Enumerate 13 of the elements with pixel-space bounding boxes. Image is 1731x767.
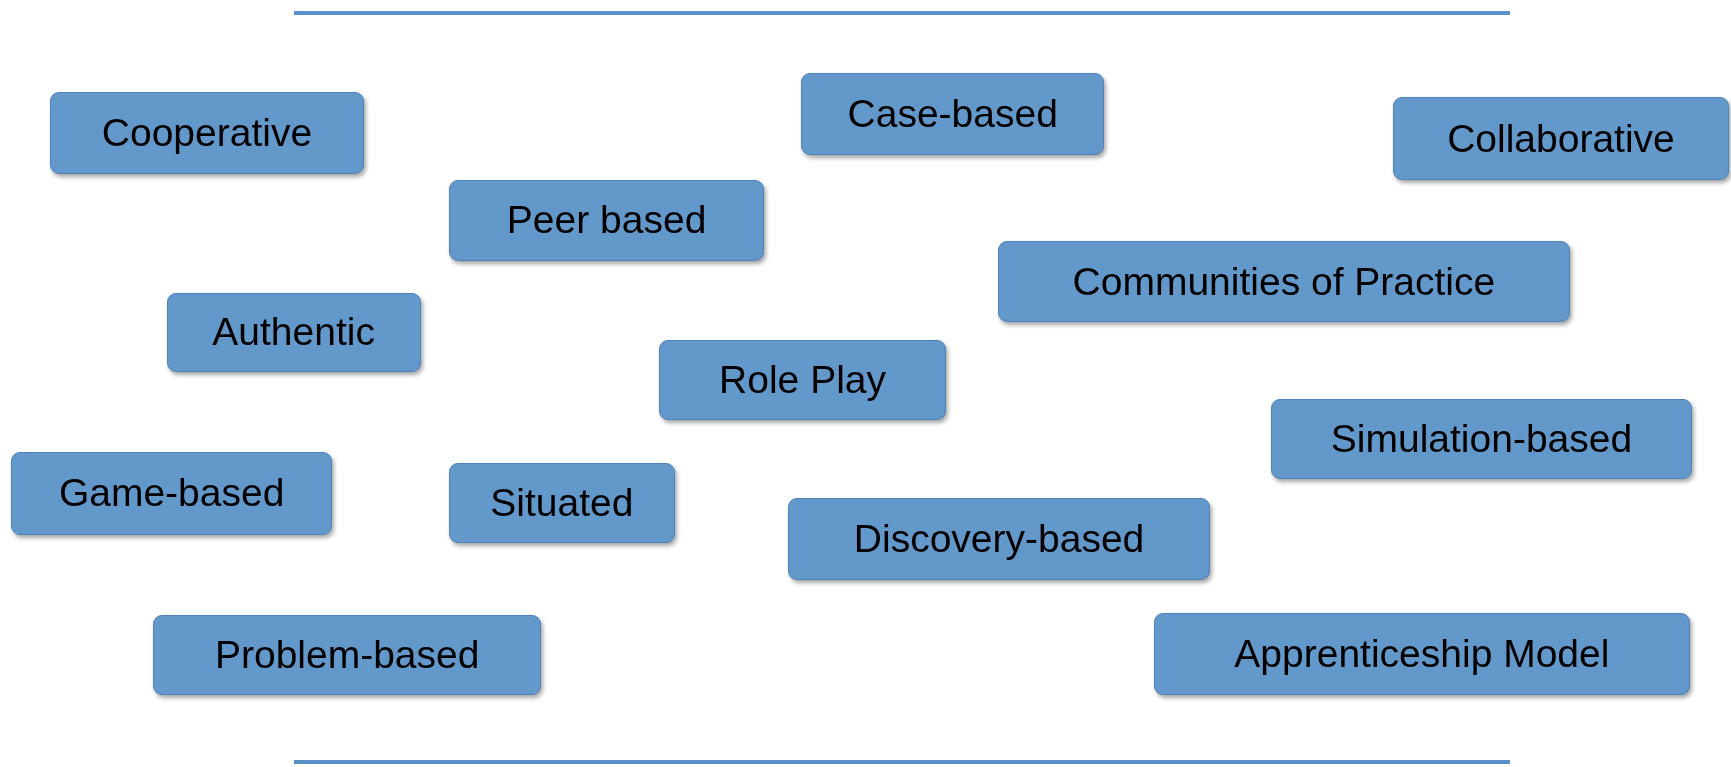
term-box: Role Play	[659, 340, 947, 420]
term-box: Cooperative	[49, 91, 365, 175]
term-box: Communities of Practice	[997, 240, 1570, 323]
term-box: Apprenticeship Model	[1153, 612, 1691, 696]
term-box: Discovery-based	[788, 497, 1210, 580]
term-box: Problem-based	[153, 614, 541, 696]
term-box: Game-based	[11, 451, 333, 536]
term-box: Peer based	[449, 179, 764, 261]
term-box: Authentic	[166, 292, 421, 373]
term-box: Case-based	[801, 72, 1104, 155]
term-box: Situated	[449, 462, 675, 544]
term-box: Collaborative	[1393, 97, 1729, 180]
term-box: Simulation-based	[1270, 398, 1693, 480]
